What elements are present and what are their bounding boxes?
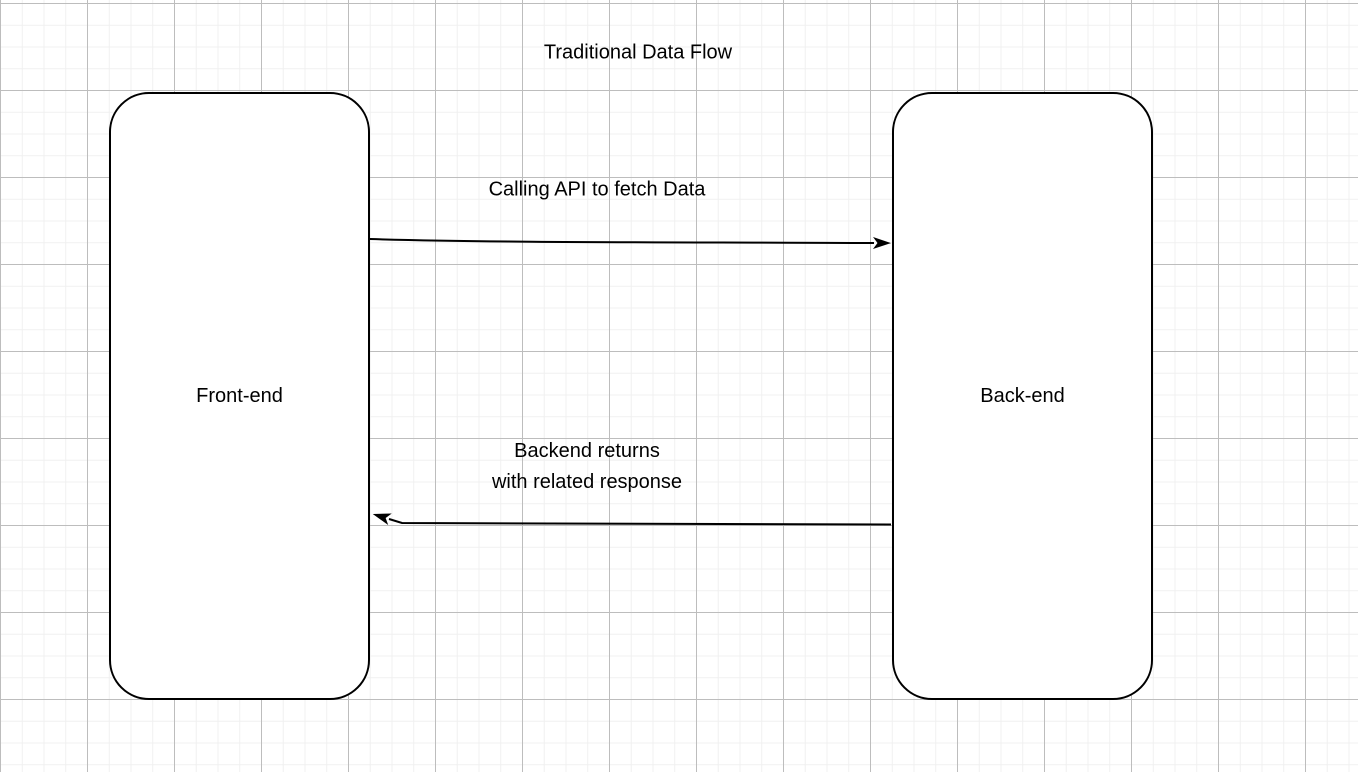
response-arrow-label-line1: Backend returns — [514, 440, 660, 462]
response-arrow-label-line2: with related response — [491, 471, 683, 493]
response-arrow — [372, 513, 892, 526]
request-arrow — [369, 236, 891, 249]
node-back-end-label: Back-end — [980, 384, 1065, 407]
diagram-title: Traditional Data Flow — [543, 41, 733, 64]
response-arrow-label: Backend returns with related response — [492, 436, 682, 498]
node-back-end: Back-end — [892, 92, 1153, 700]
request-arrow-label: Calling API to fetch Data — [488, 178, 706, 201]
node-front-end-label: Front-end — [196, 384, 283, 407]
node-front-end: Front-end — [109, 92, 370, 700]
